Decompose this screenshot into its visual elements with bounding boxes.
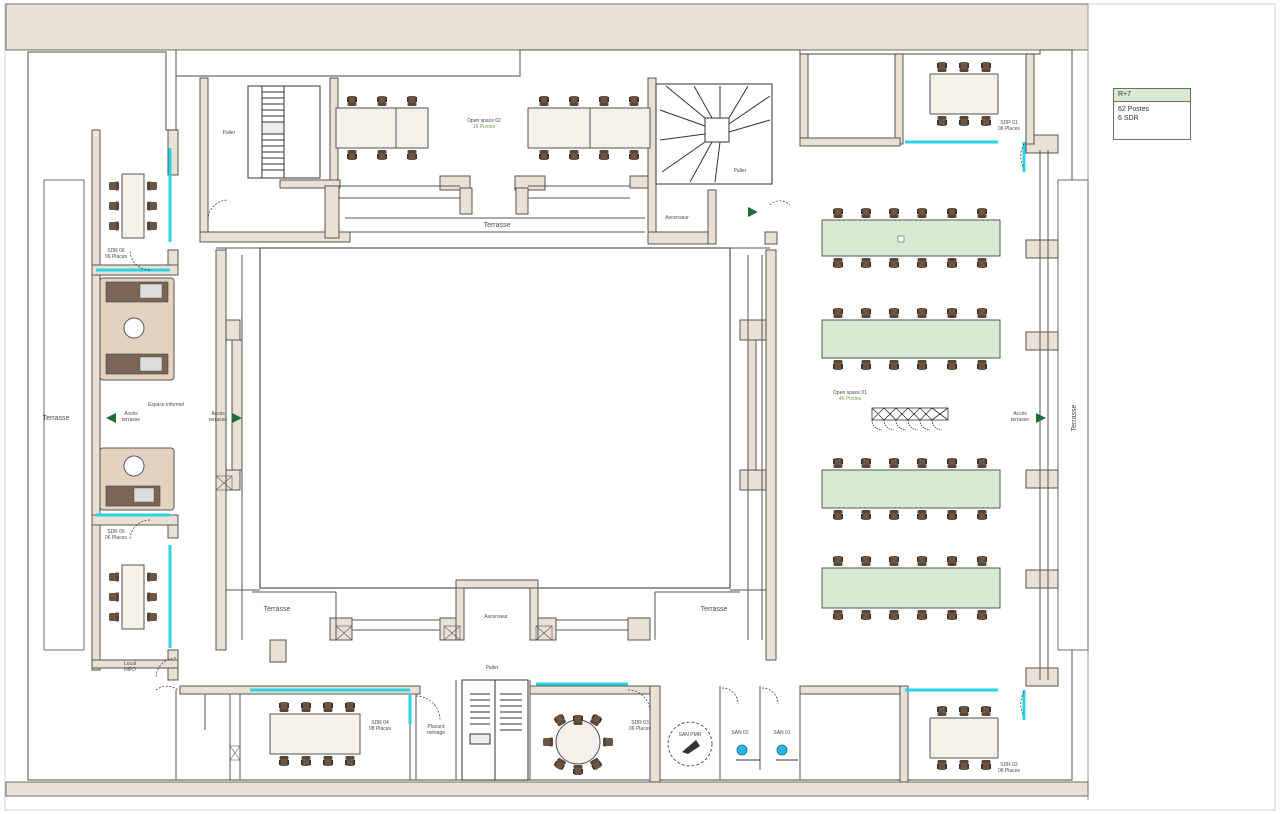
building-outline [27,49,1073,781]
open-space-02-title: Open space 02 [467,118,501,124]
roof-band-top [5,3,1089,51]
pmr-icon [667,721,713,767]
glass-partition [96,140,1026,724]
informal-space-label: Espace informel [148,402,184,408]
terrace-label: Terrasse [1071,404,1078,431]
palier-label: Palier [223,130,236,136]
desk-row-3 [821,458,1001,520]
courtyard [259,247,731,589]
sdr-02-table [929,706,999,770]
sdr-02-subtitle: 06 Places [998,768,1020,774]
terrace-access-label: Accès [1013,411,1027,417]
desk-row-1 [821,208,1001,268]
terrace-left [43,179,85,651]
terrace-label: Terrasse [701,606,728,613]
toilet-icon [736,744,798,761]
sdr-05-title: SDR 05 [107,529,125,535]
terrace-label: Terrasse [484,222,511,229]
desk-row-4 [821,556,1001,620]
cleaning-closet-label: ménage [427,730,445,736]
terrace-access-label: terrasse [209,417,227,423]
sdr-01-subtitle: 06 Places [998,126,1020,132]
sdr-06-subtitle: 06 Places [105,254,127,260]
terrace-right [1057,179,1089,651]
open-space-02-subtitle: 16 Postes [473,124,496,130]
sdr-05-subtitle: 06 Places [105,535,127,541]
sdr-02-title: SDR 02 [1000,762,1018,768]
open-space-01-title: Open space 01 [833,390,867,396]
toilet-label: SAN 01 [773,730,790,736]
floor-legend: R+7 62 Postes 6 SDR [1113,88,1191,140]
arrow-right-icon [1036,413,1046,423]
door-swing-icon [129,143,1025,721]
terrace-access-label: Accès [124,411,138,417]
toilet-label: SAN 02 [731,730,748,736]
staircase-icon [247,85,321,179]
terrace-access-label: terrasse [122,417,140,423]
terrace-label: Terrasse [43,415,70,422]
sdr-03-title: SDR 03 [631,720,649,726]
legend-meeting-rooms: 6 SDR [1118,115,1139,122]
lounge-top [99,277,175,381]
terrace-access-label: Accès [211,411,225,417]
pmr-toilet-label: SAN PMR [679,732,702,738]
staircase-icon [655,83,773,185]
sdr-01-table [929,62,999,126]
arrow-right-icon [232,413,242,423]
roof-band-bottom [5,781,1089,797]
lounge-bottom [99,447,175,511]
locker-row [871,407,949,431]
sdr-05-table [109,564,157,630]
arrow-left-icon [106,413,116,423]
sdr-03-table [543,713,613,775]
local-info-label: INFO [124,667,136,673]
desk-group-open-space-02-right [527,96,651,160]
elevator-label: Ascenseur [484,614,508,620]
cleaning-closet-label: Placard [428,724,445,730]
sdr-04-table [269,702,361,766]
sdr-04-subtitle: 08 Places [369,726,391,732]
legend-level: R+7 [1114,89,1190,102]
open-space-01-subtitle: 46 Postes [839,396,862,402]
desk-group-open-space-02-left [335,96,429,160]
terrace-label: Terrasse [264,606,291,613]
sdr-04-title: SDR 04 [371,720,389,726]
local-info-label: Local [124,661,136,667]
terrace-access-label: terrasse [1011,417,1029,423]
elevator-label: Ascenseur [665,215,689,221]
sdr-06-title: SDR 06 [107,248,125,254]
sdr-01-title: SDR 01 [1000,120,1018,126]
palier-label: Palier [486,665,499,671]
legend-workstations: 62 Postes [1118,106,1150,113]
arrow-right-icon [748,207,758,217]
sdr-03-subtitle: 06 Places [629,726,651,732]
desk-row-2 [821,308,1001,370]
staircase-icon [461,679,529,781]
sdr-06-table [109,173,157,239]
palier-label: Palier [734,168,747,174]
